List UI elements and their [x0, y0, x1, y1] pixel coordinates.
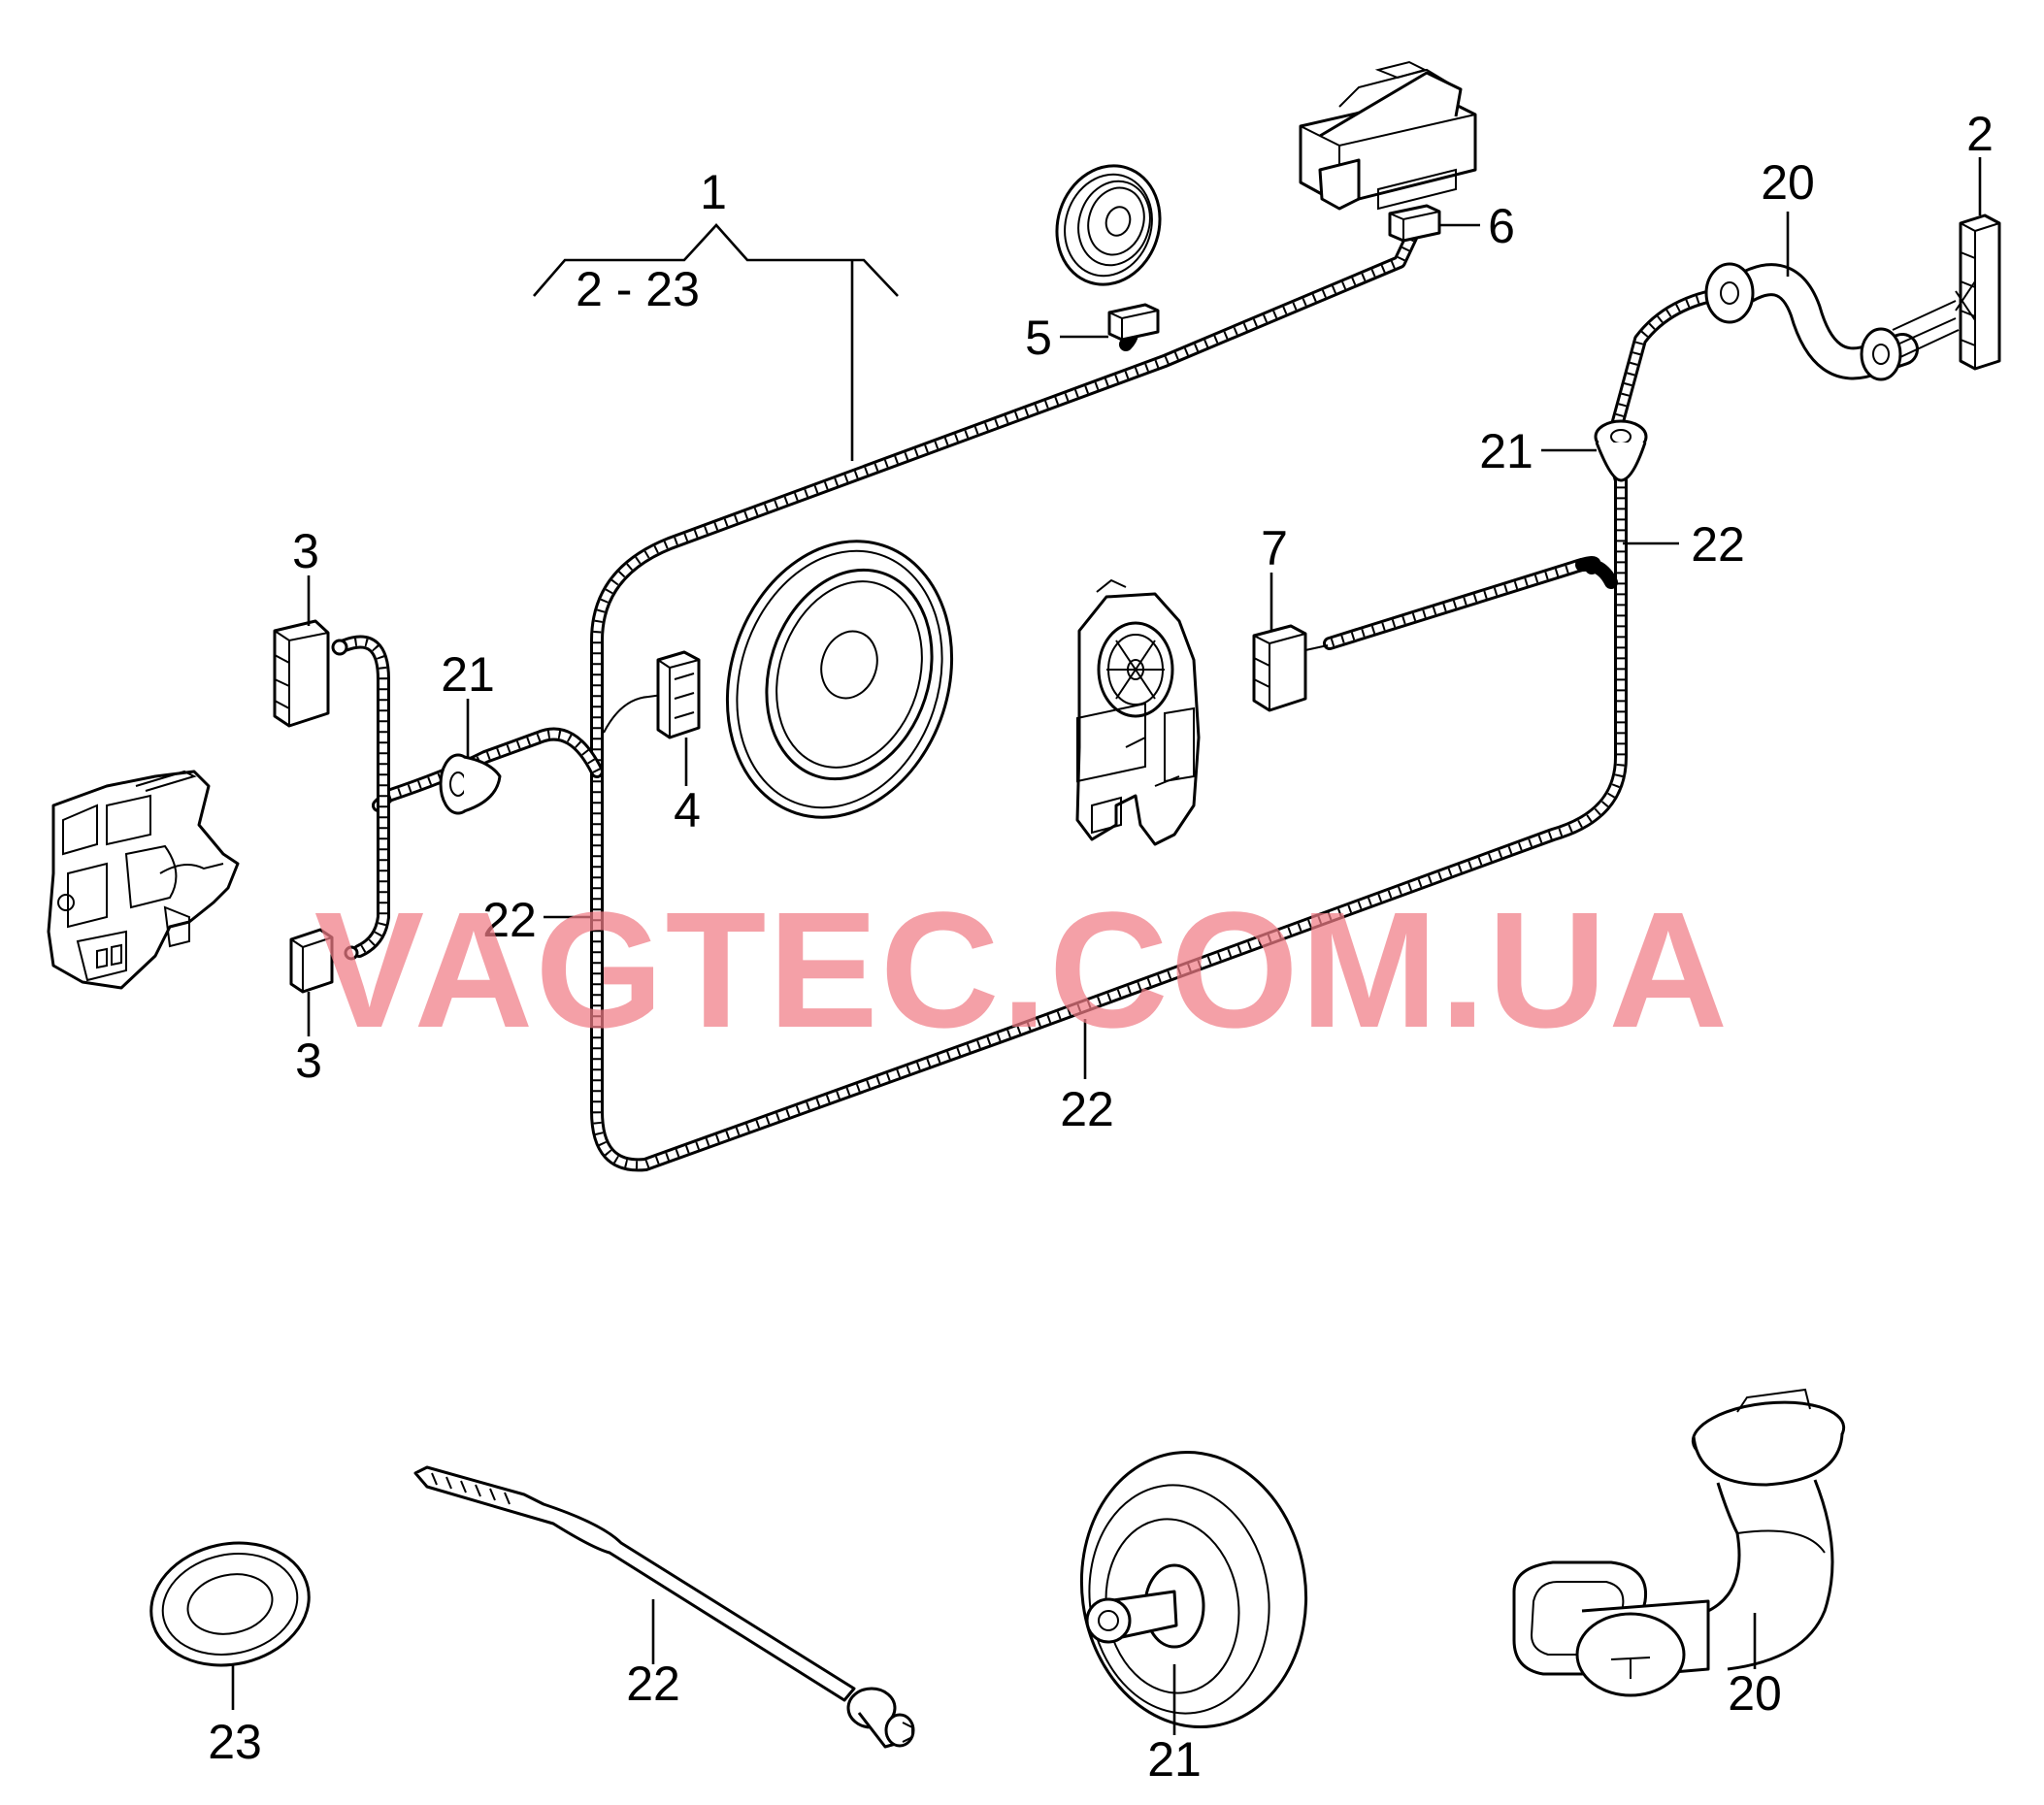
- connector-6: [1388, 204, 1441, 243]
- cable-tie-22: [413, 1465, 915, 1749]
- label-22-left: 22: [482, 893, 537, 947]
- grommet-21-bottom: [1079, 1450, 1308, 1729]
- label-21-left: 21: [441, 647, 495, 702]
- cable-guide-20-assembled: [1704, 262, 1960, 381]
- connector-2: [1892, 213, 2001, 371]
- connector-3-upper: [273, 619, 348, 728]
- label-2-23: 2 - 23: [576, 262, 700, 316]
- label-6: 6: [1488, 199, 1515, 253]
- label-3-lower: 3: [295, 1034, 322, 1088]
- connector-3-lower: [289, 928, 359, 994]
- label-23: 23: [208, 1715, 262, 1769]
- connector-7: [1252, 624, 1329, 712]
- label-5: 5: [1025, 311, 1052, 365]
- label-20-bottom: 20: [1728, 1666, 1782, 1721]
- label-3-upper: 3: [292, 524, 319, 578]
- label-22-right: 22: [1691, 517, 1745, 572]
- cap-23: [149, 1541, 311, 1667]
- cable-guide-20: [1512, 1388, 1846, 1697]
- connector-4: [656, 650, 701, 739]
- watermark: VAGTEC.COM.UA: [314, 878, 1730, 1063]
- connector-5: [1107, 303, 1160, 342]
- callout-labels: 1 2 - 23 2 20 6 5 21 22 7 3 21 4 22 3 22…: [208, 107, 1994, 1787]
- label-2: 2: [1966, 107, 1994, 161]
- label-7: 7: [1261, 521, 1288, 575]
- label-21-bottom: 21: [1147, 1732, 1202, 1787]
- label-4: 4: [674, 783, 701, 837]
- leader-lines: [231, 157, 1982, 1735]
- window-motor: [1075, 578, 1201, 846]
- label-1: 1: [700, 165, 727, 219]
- tweeter: [1055, 164, 1162, 286]
- label-22-cable-tie: 22: [626, 1657, 680, 1711]
- door-lock: [47, 770, 240, 990]
- grommet-21-upper: [1594, 419, 1648, 482]
- speaker: [725, 540, 954, 819]
- label-20-upper: 20: [1761, 155, 1815, 210]
- window-switch: [1299, 60, 1477, 211]
- label-21-upper: 21: [1479, 424, 1533, 478]
- label-22-bottom: 22: [1060, 1082, 1114, 1136]
- grommet-21-left: [439, 753, 502, 815]
